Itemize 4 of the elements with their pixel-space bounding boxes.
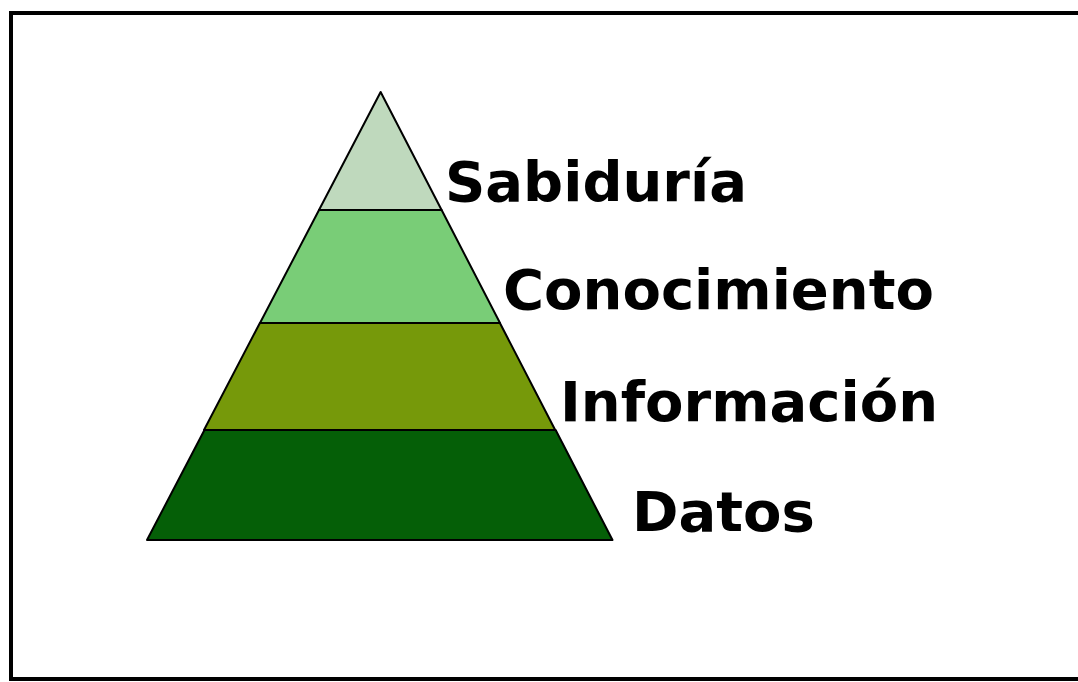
level-label: Conocimiento (503, 262, 934, 318)
level-label: Datos (632, 484, 815, 540)
level-label: Información (560, 374, 938, 430)
level-label: Sabiduría (445, 154, 747, 210)
